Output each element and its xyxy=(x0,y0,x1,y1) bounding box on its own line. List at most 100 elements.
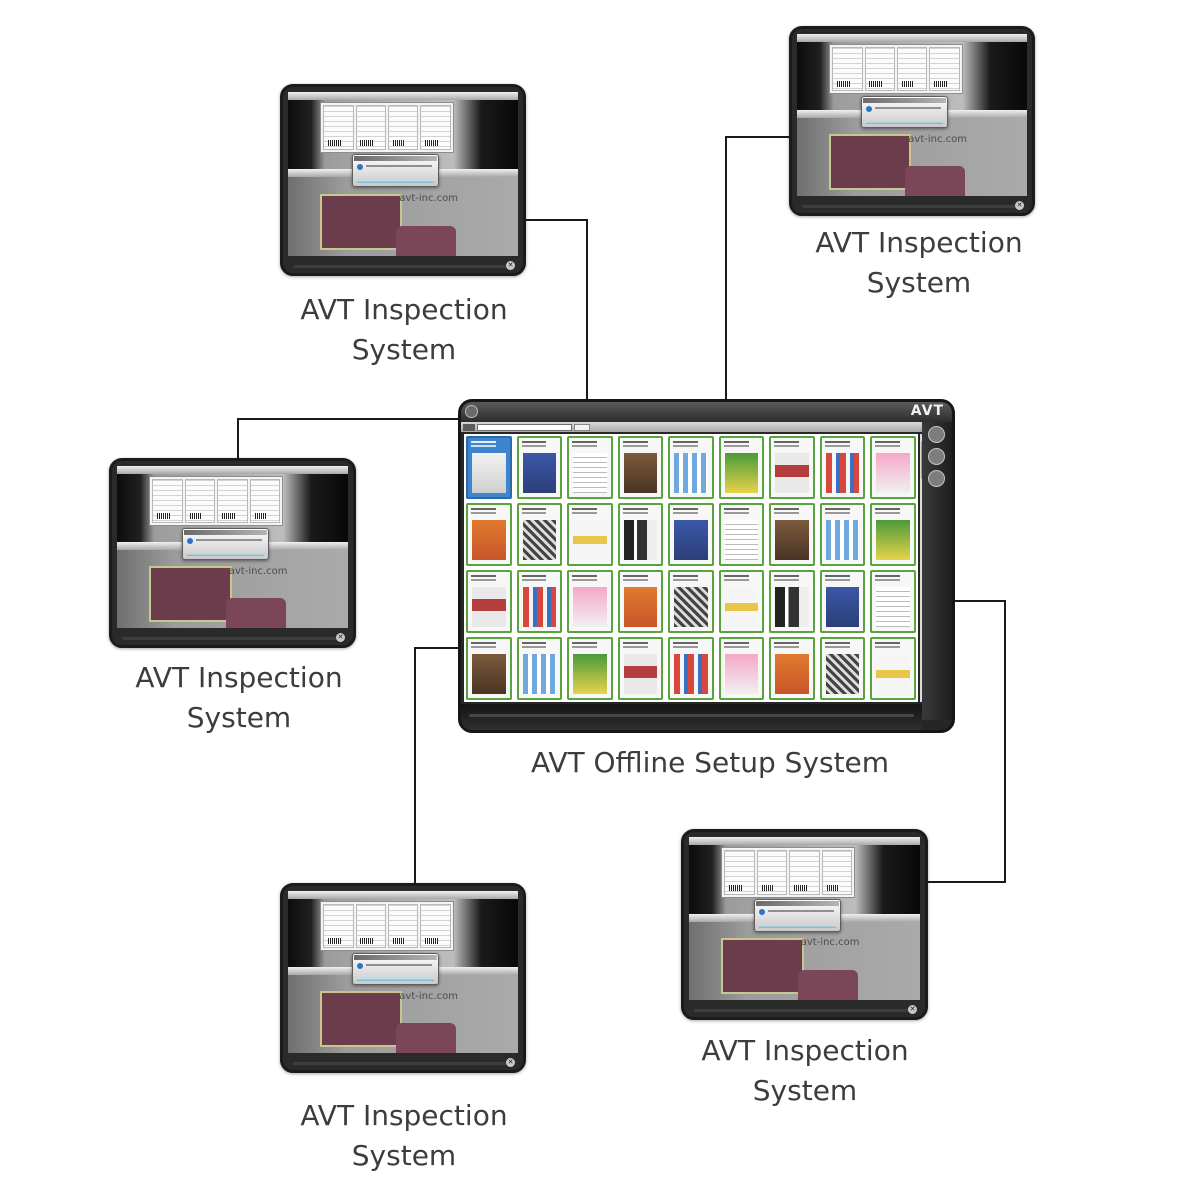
inspection-station-bottom-left: .avt-inc.com ✕ xyxy=(280,883,526,1073)
close-icon[interactable]: ✕ xyxy=(336,633,345,642)
label-thumbnail xyxy=(724,520,759,560)
job-thumbnail-grid xyxy=(464,434,918,702)
job-tile[interactable] xyxy=(466,570,512,633)
label-thumbnail xyxy=(522,587,557,627)
job-tile[interactable] xyxy=(769,436,815,499)
connector-bottom-left xyxy=(414,647,460,884)
job-tile[interactable] xyxy=(718,637,765,700)
label-thumbnail xyxy=(674,453,708,493)
connector-top-right xyxy=(725,136,790,402)
job-tile[interactable] xyxy=(718,436,765,499)
label-thumbnail xyxy=(573,654,607,694)
label-thumbnail xyxy=(825,587,860,627)
information-dialog xyxy=(753,898,842,932)
label-thumbnail xyxy=(876,453,910,493)
connector-middle-left xyxy=(237,418,460,460)
job-tile[interactable] xyxy=(769,637,815,700)
label-thumbnail xyxy=(623,453,658,493)
close-icon[interactable]: ✕ xyxy=(506,1058,515,1067)
label-thumbnail xyxy=(522,520,557,560)
website-text: .avt-inc.com xyxy=(797,937,860,949)
title-bar: AVT xyxy=(461,402,952,422)
label-thumbnail xyxy=(724,587,759,627)
job-tile[interactable] xyxy=(466,503,512,566)
information-dialog xyxy=(352,952,440,986)
connector-top-left xyxy=(525,219,588,402)
job-tile[interactable] xyxy=(567,570,613,633)
label-thumbnail xyxy=(573,587,607,627)
label-thumbnail xyxy=(775,654,809,694)
page-icon[interactable] xyxy=(928,426,945,443)
job-tile[interactable] xyxy=(466,436,512,499)
inspection-camera-view: .avt-inc.com xyxy=(288,92,518,256)
label-thumbnail xyxy=(623,654,658,694)
settings-icon[interactable] xyxy=(928,448,945,465)
job-tile[interactable] xyxy=(819,436,866,499)
label-thumbnail xyxy=(825,453,860,493)
avt-logo: AVT xyxy=(910,403,944,419)
job-tile[interactable] xyxy=(819,503,866,566)
job-tile[interactable] xyxy=(718,503,765,566)
filter-button[interactable] xyxy=(463,423,475,431)
job-tile[interactable] xyxy=(567,503,613,566)
job-tile[interactable] xyxy=(567,637,613,700)
job-tile[interactable] xyxy=(567,436,613,499)
job-tile[interactable] xyxy=(870,570,916,633)
label-thumbnail xyxy=(623,587,658,627)
info-icon xyxy=(357,164,364,171)
info-icon xyxy=(357,962,364,969)
job-tile[interactable] xyxy=(617,570,664,633)
job-tile[interactable] xyxy=(516,503,563,566)
label-thumbnail xyxy=(472,453,506,493)
label-thumbnail xyxy=(674,587,708,627)
job-tile[interactable] xyxy=(718,570,765,633)
job-tile[interactable] xyxy=(819,637,866,700)
label-thumbnail xyxy=(674,520,708,560)
job-tile[interactable] xyxy=(516,570,563,633)
job-tile[interactable] xyxy=(668,637,714,700)
job-tile[interactable] xyxy=(668,503,714,566)
job-tile[interactable] xyxy=(769,570,815,633)
app-icon[interactable] xyxy=(465,405,478,418)
job-tile[interactable] xyxy=(668,436,714,499)
label-thumbnail xyxy=(876,520,910,560)
job-tile[interactable] xyxy=(516,637,563,700)
inspection-camera-view: .avt-inc.com xyxy=(689,837,920,1000)
website-text: .avt-inc.com xyxy=(396,192,458,204)
job-tile[interactable] xyxy=(516,436,563,499)
website-text: .avt-inc.com xyxy=(396,990,458,1002)
label-thumbnail xyxy=(573,453,607,493)
user-icon[interactable] xyxy=(928,470,945,487)
job-tile[interactable] xyxy=(870,436,916,499)
job-tile[interactable] xyxy=(870,503,916,566)
website-text: .avt-inc.com xyxy=(905,133,967,145)
close-icon[interactable]: ✕ xyxy=(506,261,515,270)
bottom-bar xyxy=(461,704,922,730)
job-tile[interactable] xyxy=(668,570,714,633)
job-tile[interactable] xyxy=(617,637,664,700)
job-tile[interactable] xyxy=(819,570,866,633)
information-dialog xyxy=(181,527,270,561)
job-tile[interactable] xyxy=(769,503,815,566)
offline-setup-label: AVT Offline Setup System xyxy=(530,746,890,779)
job-tile[interactable] xyxy=(870,637,916,700)
job-tile[interactable] xyxy=(617,436,664,499)
job-category-select[interactable] xyxy=(477,423,572,431)
label-thumbnail xyxy=(876,587,910,627)
job-tile[interactable] xyxy=(466,637,512,700)
label-thumbnail xyxy=(825,654,860,694)
inspection-camera-view: .avt-inc.com xyxy=(117,466,348,628)
close-icon[interactable]: ✕ xyxy=(908,1005,917,1014)
inspection-station-bottom-right: .avt-inc.com ✕ xyxy=(681,829,928,1020)
inspection-camera-view: .avt-inc.com xyxy=(288,891,518,1053)
connector-bottom-right xyxy=(927,600,1006,883)
inspection-station-top-left: .avt-inc.com ✕ xyxy=(280,84,526,276)
label-thumbnail xyxy=(522,654,557,694)
close-icon[interactable]: ✕ xyxy=(1015,201,1024,210)
job-tile[interactable] xyxy=(617,503,664,566)
label-thumbnail xyxy=(775,587,809,627)
search-button[interactable] xyxy=(574,423,590,431)
